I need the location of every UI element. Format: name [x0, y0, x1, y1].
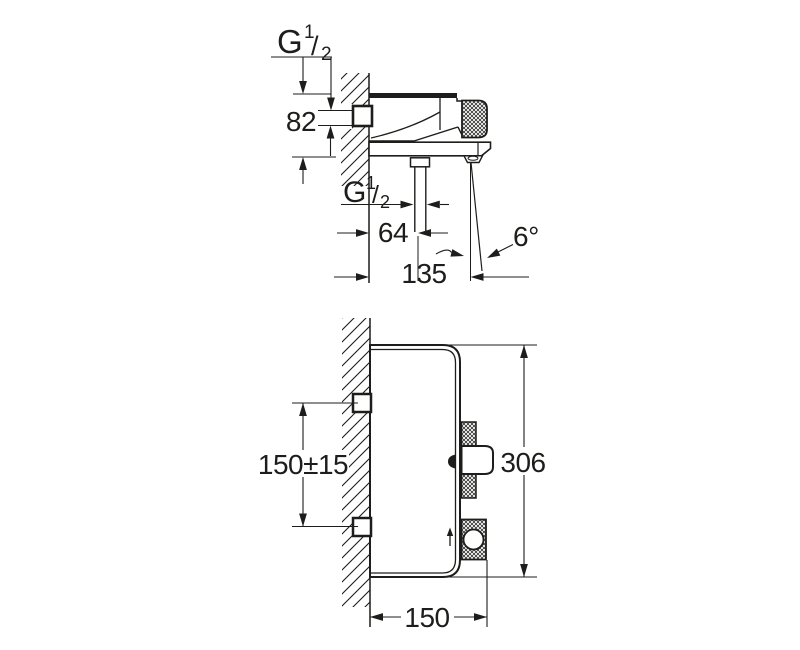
arrowhead — [299, 157, 307, 170]
control-button — [460, 445, 494, 475]
thread-outlet-numerator: 1 — [366, 173, 376, 193]
arrowhead — [426, 200, 440, 209]
arrowhead — [327, 97, 335, 111]
arrowhead — [299, 81, 307, 94]
pipe-collar — [409, 157, 431, 168]
outlet-pipe — [409, 157, 431, 281]
dimension-64: 64 — [337, 217, 448, 248]
arrowhead — [356, 229, 369, 237]
lever-profile-line — [370, 111, 441, 139]
dim-64-label: 64 — [378, 217, 408, 248]
dimension-150: 150 — [370, 560, 488, 633]
arrowhead — [474, 613, 487, 621]
flow-direction-arrow — [446, 527, 454, 536]
thread-outlet-slash: / — [372, 181, 379, 209]
arrowhead — [356, 273, 369, 281]
inlet-connection — [351, 104, 374, 128]
side-controls — [446, 421, 494, 561]
arrowhead — [400, 200, 414, 209]
dim-150-15-label: 150±15 — [258, 449, 348, 480]
dimension-outlet-thread: G 1 / 2 — [341, 173, 449, 212]
dim-306-label: 306 — [500, 447, 545, 478]
thread-inlet-letter: G — [277, 23, 303, 60]
arrowhead — [299, 513, 307, 527]
faucet-body-side — [351, 93, 488, 142]
arrowhead — [326, 125, 335, 139]
arrowhead — [470, 273, 484, 281]
mixer-body-outline — [369, 344, 461, 578]
dimension-82: 82 — [286, 93, 353, 184]
dimension-306: 306 — [443, 344, 550, 578]
arrowhead — [370, 613, 383, 621]
dim-135-label: 135 — [401, 258, 446, 289]
knurled-grip-upper — [460, 421, 477, 447]
wall-hatch-side-view — [341, 73, 369, 186]
thread-inlet-denominator: 2 — [321, 44, 332, 65]
thread-outlet-letter: G — [343, 176, 366, 209]
arrowhead — [520, 345, 528, 358]
knurled-grip-lower — [460, 473, 477, 499]
thread-outlet-denominator: 2 — [380, 192, 390, 212]
angle-6deg-label: 6° — [513, 221, 539, 252]
arrowhead — [450, 249, 465, 260]
shelf-deck — [368, 141, 492, 164]
indicator-mark — [448, 454, 456, 469]
spray-angle-annotation: 6° — [435, 162, 539, 281]
arrowhead — [520, 564, 528, 577]
dimension-inlet-thread: G 1 / 2 — [271, 22, 335, 156]
arrowhead — [485, 248, 501, 262]
diverter-button — [462, 528, 485, 551]
arrowhead — [299, 403, 307, 416]
spray-direction-line — [470, 162, 483, 272]
thread-inlet-slash: / — [311, 31, 319, 61]
thread-inlet-numerator: 1 — [304, 22, 315, 43]
dim-150-label: 150 — [404, 602, 449, 633]
dimension-135: 135 — [334, 258, 529, 289]
arrowhead — [418, 229, 431, 237]
front-view: 150±15 306 150 — [257, 318, 550, 633]
temperature-knob-knurled — [461, 99, 488, 139]
side-view: G 1 / 2 82 — [271, 22, 539, 289]
dimension-150-15: 150±15 — [257, 402, 358, 528]
dim-82-label: 82 — [286, 106, 316, 137]
